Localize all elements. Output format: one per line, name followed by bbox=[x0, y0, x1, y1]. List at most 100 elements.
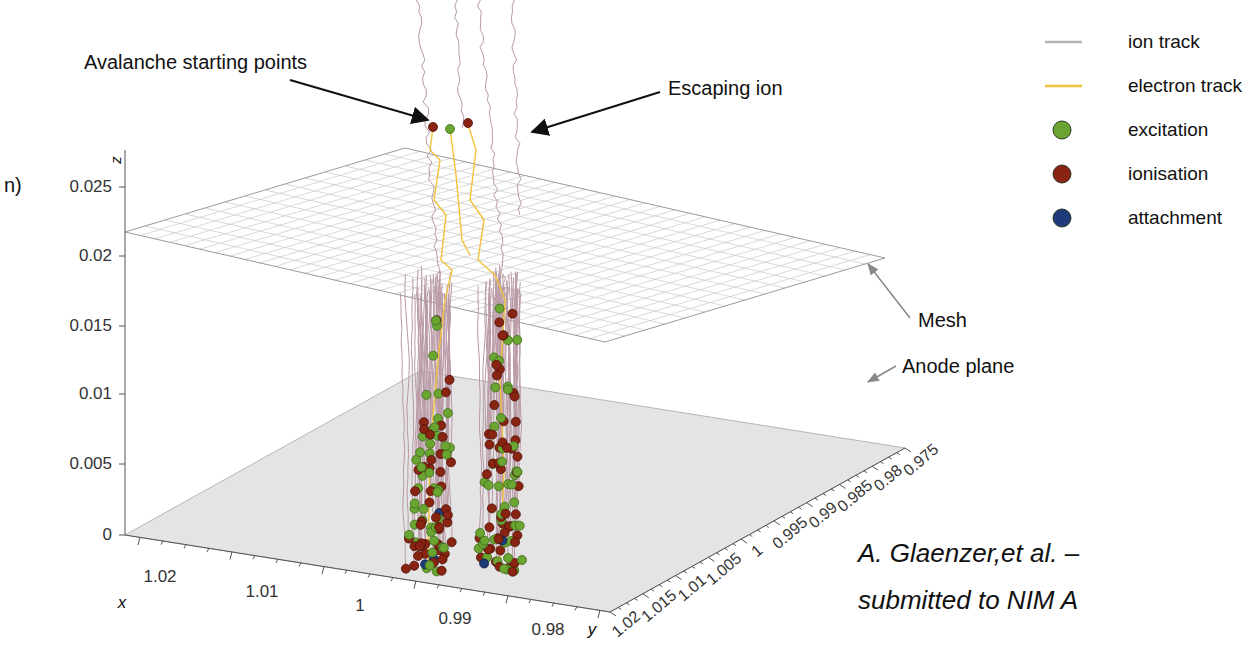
tick bbox=[897, 453, 900, 455]
tick bbox=[766, 525, 769, 527]
tick-label: 0 bbox=[103, 526, 112, 545]
interaction-dot bbox=[405, 530, 414, 539]
mesh-line bbox=[265, 190, 745, 300]
tick bbox=[626, 603, 629, 605]
tick bbox=[774, 521, 780, 525]
legend-label: ion track bbox=[1128, 32, 1200, 53]
interaction-dot bbox=[480, 559, 489, 568]
tick-label: 1.01 bbox=[245, 583, 278, 602]
tick bbox=[618, 607, 621, 609]
tick bbox=[823, 494, 826, 496]
interaction-dot bbox=[431, 513, 440, 522]
tick bbox=[815, 498, 818, 500]
tick bbox=[856, 475, 859, 477]
interaction-dot bbox=[438, 555, 447, 564]
x-axis bbox=[125, 535, 610, 612]
interaction-dot bbox=[410, 561, 419, 570]
interaction-dot bbox=[504, 553, 513, 562]
interaction-dot bbox=[425, 430, 434, 439]
tick-label: 0.98 bbox=[531, 621, 564, 640]
interaction-dot bbox=[513, 335, 522, 344]
tick bbox=[414, 581, 416, 589]
interaction-dot bbox=[507, 480, 516, 489]
tick bbox=[790, 512, 793, 514]
interaction-dot bbox=[517, 556, 526, 565]
legend-swatch bbox=[1053, 165, 1071, 183]
tick bbox=[864, 471, 867, 473]
tick bbox=[610, 612, 616, 616]
tick bbox=[119, 187, 125, 188]
interaction-dot bbox=[511, 417, 520, 426]
mesh-line bbox=[305, 178, 785, 288]
interaction-dot bbox=[429, 536, 438, 545]
tick bbox=[880, 462, 883, 464]
interaction-dot bbox=[416, 448, 425, 457]
leader-arrow bbox=[290, 80, 428, 120]
interaction-dot bbox=[492, 360, 501, 369]
interaction-dot bbox=[426, 439, 435, 448]
tick bbox=[483, 592, 485, 596]
annotation: Mesh bbox=[918, 309, 967, 331]
ion-track bbox=[423, 285, 425, 429]
tick bbox=[299, 563, 301, 567]
tick bbox=[230, 552, 232, 560]
legend-line bbox=[1045, 85, 1082, 88]
tick-label: 0.02 bbox=[79, 247, 112, 266]
tick bbox=[138, 537, 140, 545]
tick-label: 0.015 bbox=[69, 317, 112, 336]
tick-label: 1 bbox=[748, 542, 766, 561]
tick-label: 0.975 bbox=[900, 440, 942, 479]
tick bbox=[848, 480, 851, 482]
interaction-dot bbox=[494, 482, 503, 491]
tick bbox=[684, 571, 687, 573]
interaction-dot bbox=[494, 534, 503, 543]
interaction-dot bbox=[510, 498, 519, 507]
tick-label: 1.02 bbox=[143, 568, 176, 587]
panel-tag: n) bbox=[4, 174, 22, 196]
interaction-dot bbox=[441, 442, 450, 451]
interaction-dot bbox=[429, 351, 438, 360]
interaction-dot bbox=[515, 521, 524, 530]
tick bbox=[598, 610, 600, 618]
interaction-dot bbox=[513, 452, 522, 461]
tick bbox=[782, 516, 785, 518]
legend-label: electron track bbox=[1128, 76, 1242, 97]
tick bbox=[831, 489, 834, 491]
tick bbox=[460, 588, 462, 592]
interaction-dot bbox=[508, 567, 517, 576]
interaction-dot bbox=[482, 470, 491, 479]
tick bbox=[575, 606, 577, 610]
ion-track bbox=[481, 282, 486, 558]
interaction-dot bbox=[433, 488, 442, 497]
interaction-dot bbox=[436, 467, 445, 476]
annotation: Escaping ion bbox=[668, 77, 783, 99]
tick bbox=[676, 576, 682, 580]
interaction-dot bbox=[438, 432, 447, 441]
legend-label: ionisation bbox=[1128, 164, 1208, 185]
electron-track bbox=[450, 128, 470, 255]
interaction-dot bbox=[411, 487, 420, 496]
tick bbox=[529, 599, 531, 603]
tick bbox=[758, 530, 761, 532]
tick bbox=[345, 570, 347, 574]
tick bbox=[749, 535, 752, 537]
interaction-dot bbox=[513, 467, 522, 476]
tick bbox=[717, 553, 720, 555]
tick bbox=[322, 566, 324, 574]
ion-track bbox=[478, 286, 482, 538]
tick bbox=[119, 464, 125, 465]
interaction-dot bbox=[428, 548, 437, 557]
ion-track bbox=[455, 0, 464, 128]
legend-swatch bbox=[1053, 121, 1071, 139]
legend-line bbox=[1045, 41, 1082, 44]
interaction-dot bbox=[498, 331, 507, 340]
interaction-dot bbox=[511, 510, 520, 519]
interaction-dot bbox=[419, 505, 428, 514]
interaction-dot bbox=[446, 125, 455, 134]
tick bbox=[708, 557, 714, 561]
tick bbox=[635, 598, 638, 600]
mesh-line bbox=[145, 226, 625, 336]
legend-label: attachment bbox=[1128, 208, 1222, 229]
interaction-dot bbox=[447, 538, 456, 547]
